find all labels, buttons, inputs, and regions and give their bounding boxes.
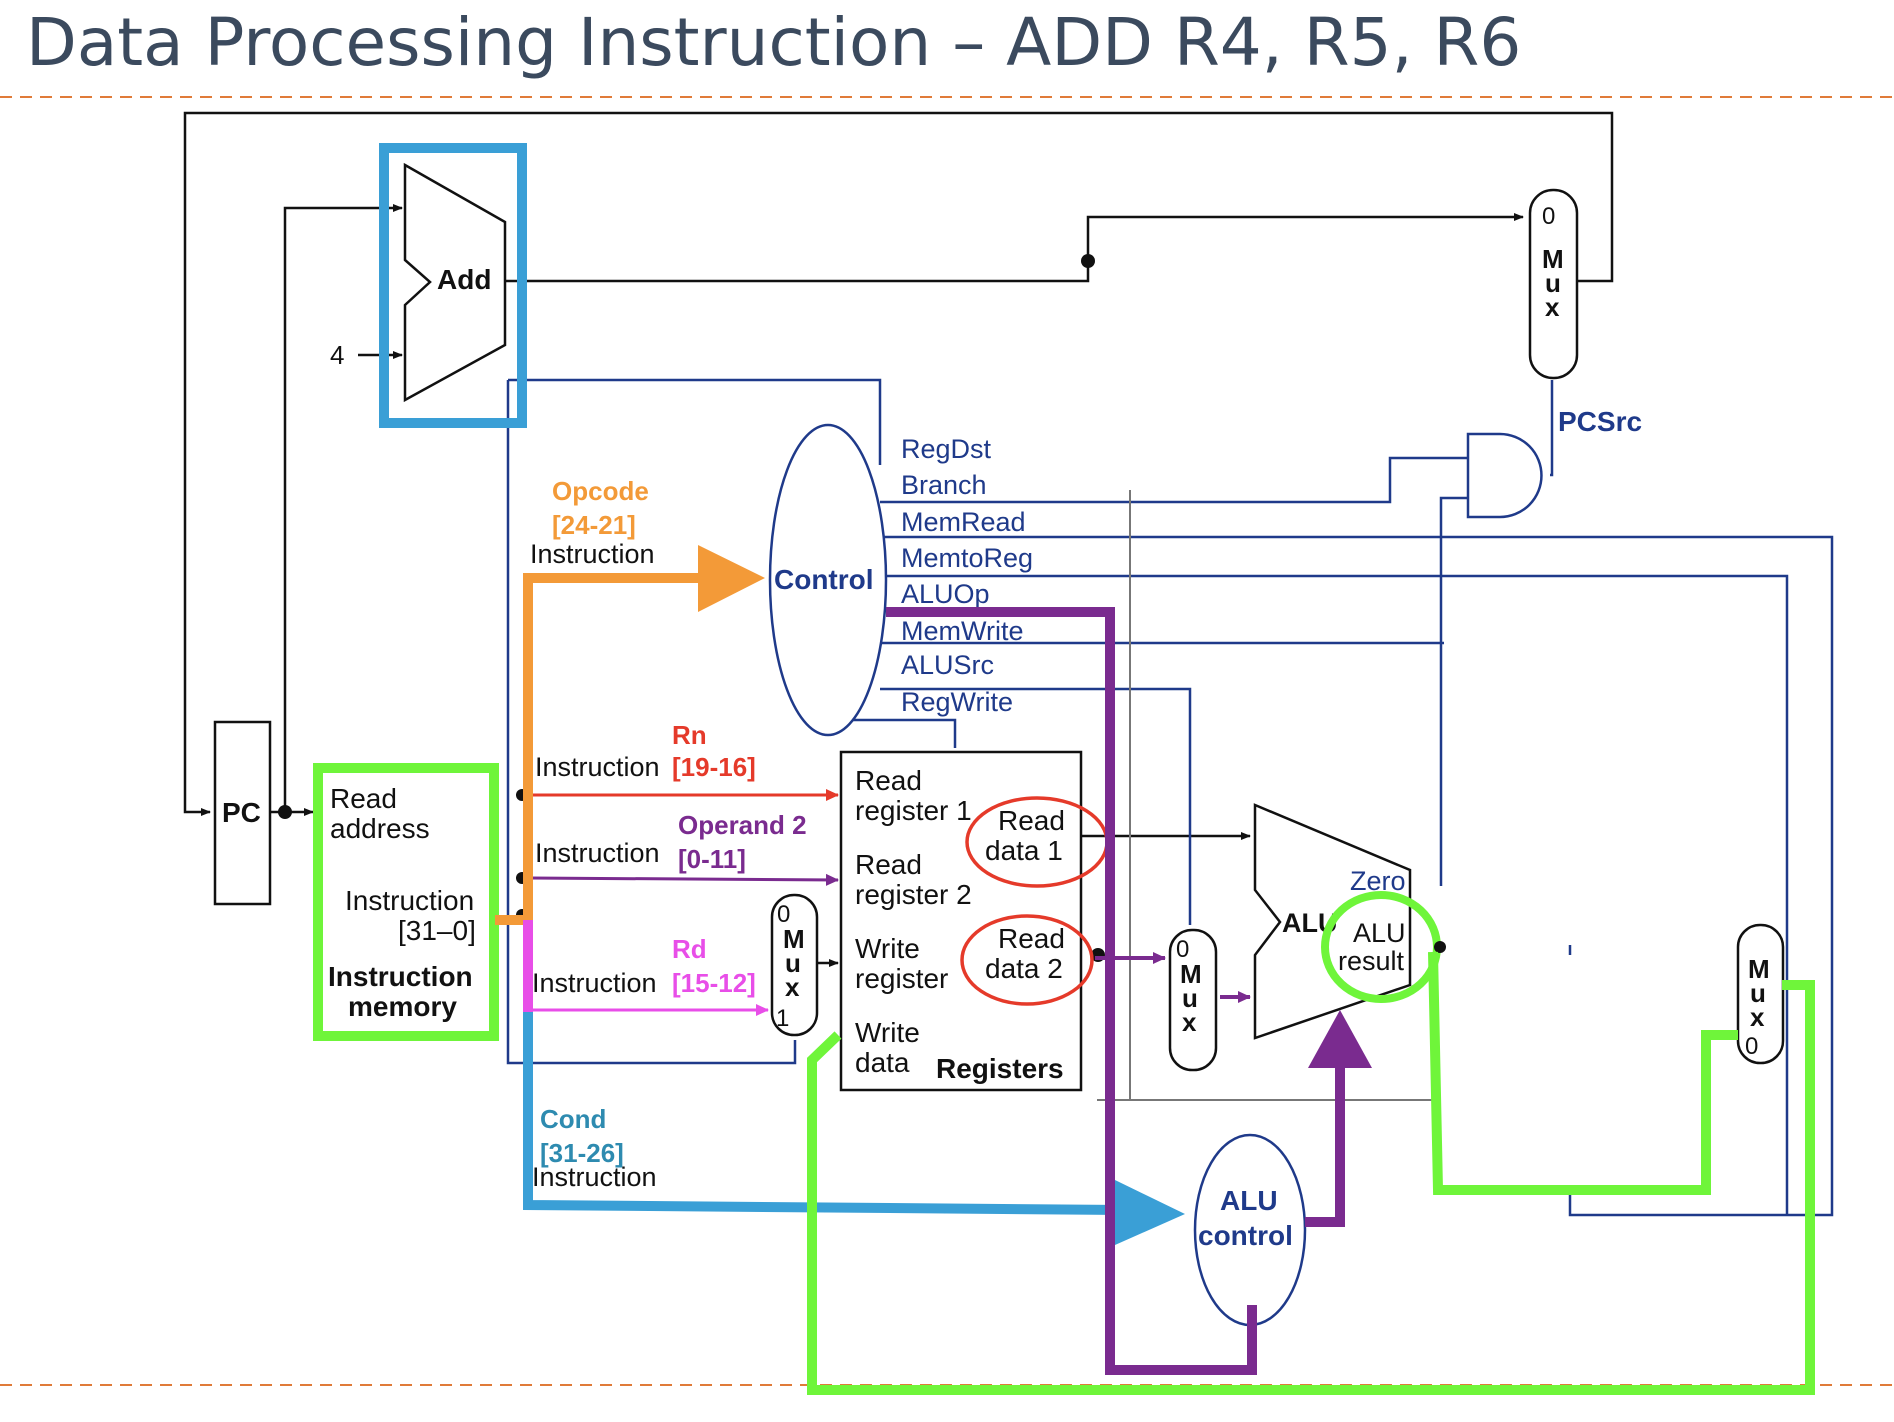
reg-write-label: Write: [855, 933, 920, 964]
rn-bits: [19-16]: [672, 752, 756, 782]
pc-mux: [1528, 188, 1579, 380]
mux-zero: 0: [777, 901, 790, 928]
instruction-label: Instruction: [535, 838, 660, 868]
control-signal: MemRead: [901, 507, 1026, 537]
control-signal: RegWrite: [901, 687, 1013, 717]
aluop-highlight-path: [886, 607, 1257, 1375]
mux-u: u: [1750, 978, 1766, 1008]
junction-dot: [1434, 941, 1446, 953]
junction-dot: [278, 805, 292, 819]
control-signal: ALUSrc: [901, 650, 994, 680]
rd-name: Rd: [672, 934, 707, 964]
writeback-highlight-path: [1428, 951, 1738, 1195]
mux-u: u: [1545, 268, 1561, 298]
read-data1-label: Read: [998, 805, 1065, 836]
read-data2-highlight: [960, 914, 1094, 1006]
imem-address-label: address: [330, 813, 430, 844]
instruction-memory-highlight: [313, 763, 499, 1041]
reg-read2-label: register 2: [855, 879, 972, 910]
constant-four: 4: [330, 340, 344, 370]
imem-read-label: Read: [330, 783, 397, 814]
control-signal-list: RegDst Branch MemRead MemtoReg ALUOp Mem…: [901, 434, 1033, 717]
reg-read1-label: Read: [855, 765, 922, 796]
mux-x: x: [1750, 1002, 1765, 1032]
mux-u: u: [785, 948, 801, 978]
mux-zero: 0: [1542, 203, 1555, 230]
alu-control-label: control: [1198, 1220, 1293, 1251]
opcode-name: Opcode: [552, 476, 649, 506]
read-data2-label: Read: [998, 923, 1065, 954]
cond-highlight-path: [523, 1012, 1126, 1215]
alusrc-mux: [1168, 928, 1218, 1072]
mux-x: x: [785, 972, 800, 1002]
page-title: Data Processing Instruction – ADD R4, R5…: [26, 4, 1522, 81]
instruction-label: Instruction: [535, 752, 660, 782]
memtoreg-mux: [1736, 923, 1785, 1065]
instruction-label: Instruction: [532, 968, 657, 998]
control-wires: [506, 378, 1834, 1217]
control-label: Control: [774, 564, 874, 595]
reg-write-label: register: [855, 963, 948, 994]
reg-read2-label: Read: [855, 849, 922, 880]
junction-dot: [1081, 254, 1095, 268]
reg-wdata-label: Write: [855, 1017, 920, 1048]
mux-one: 1: [776, 1005, 789, 1032]
mux-x: x: [1545, 292, 1560, 322]
reg-wdata-label: data: [855, 1047, 910, 1078]
cond-arrowhead: [1115, 1180, 1185, 1245]
mux-zero: 0: [1745, 1033, 1758, 1060]
read-data2-label: data 2: [985, 953, 1063, 984]
control-signal: MemWrite: [901, 616, 1024, 646]
mux-m: M: [1542, 244, 1564, 274]
mux-u: u: [1182, 983, 1198, 1013]
mux-x: x: [1182, 1007, 1197, 1037]
adder-label: Add: [437, 264, 491, 295]
register-file: [839, 750, 1083, 1092]
control-signal: RegDst: [901, 434, 992, 464]
imem-name-label: memory: [348, 991, 457, 1022]
read-data1-label: data 1: [985, 835, 1063, 866]
operand2-name: Operand 2: [678, 810, 807, 840]
mux-m: M: [783, 924, 805, 954]
registers-label: Registers: [936, 1053, 1064, 1084]
mux-m: M: [1748, 954, 1770, 984]
rn-name: Rn: [672, 720, 707, 750]
alu-result-label: result: [1338, 946, 1405, 976]
reg-read1-label: register 1: [855, 795, 972, 826]
writeback-return-path: [807, 980, 1815, 1395]
adder-highlight: [379, 143, 527, 428]
operand2-bits: [0-11]: [678, 844, 746, 874]
pc-label: PC: [222, 797, 261, 828]
cond-bits: [31-26]: [540, 1138, 624, 1168]
alu-control-label: ALU: [1220, 1185, 1278, 1216]
alu-control-arrowhead: [1308, 1010, 1372, 1068]
mux-zero: 0: [1176, 936, 1189, 963]
zero-label: Zero: [1350, 866, 1406, 896]
pcsrc-label: PCSrc: [1558, 406, 1642, 437]
opcode-arrowhead: [698, 545, 765, 612]
rd-bits: [15-12]: [672, 968, 756, 998]
mux-m: M: [1180, 959, 1202, 989]
imem-instruction-label: Instruction: [345, 885, 474, 916]
instruction-memory-block: [316, 769, 496, 1038]
adder-shape: [403, 162, 507, 403]
imem-bits-label: [31–0]: [398, 915, 476, 946]
cond-name: Cond: [540, 1104, 606, 1134]
write-register-mux: [770, 893, 819, 1037]
and-gate: [1466, 432, 1543, 519]
control-unit: [768, 423, 888, 737]
instruction-label: Instruction: [530, 539, 655, 569]
control-signal: MemtoReg: [901, 543, 1033, 573]
alu-result-label: ALU: [1353, 918, 1406, 948]
imem-name-label: Instruction: [328, 961, 473, 992]
opcode-bits: [24-21]: [552, 510, 636, 540]
alu-control-out-path: [1305, 1060, 1345, 1227]
instruction-label: Instruction: [532, 1162, 657, 1192]
control-signal: Branch: [901, 470, 987, 500]
control-signal: ALUOp: [901, 579, 990, 609]
pc-register: [213, 720, 272, 906]
operand2-wire: [529, 873, 839, 886]
opcode-highlight-path: [523, 573, 705, 925]
